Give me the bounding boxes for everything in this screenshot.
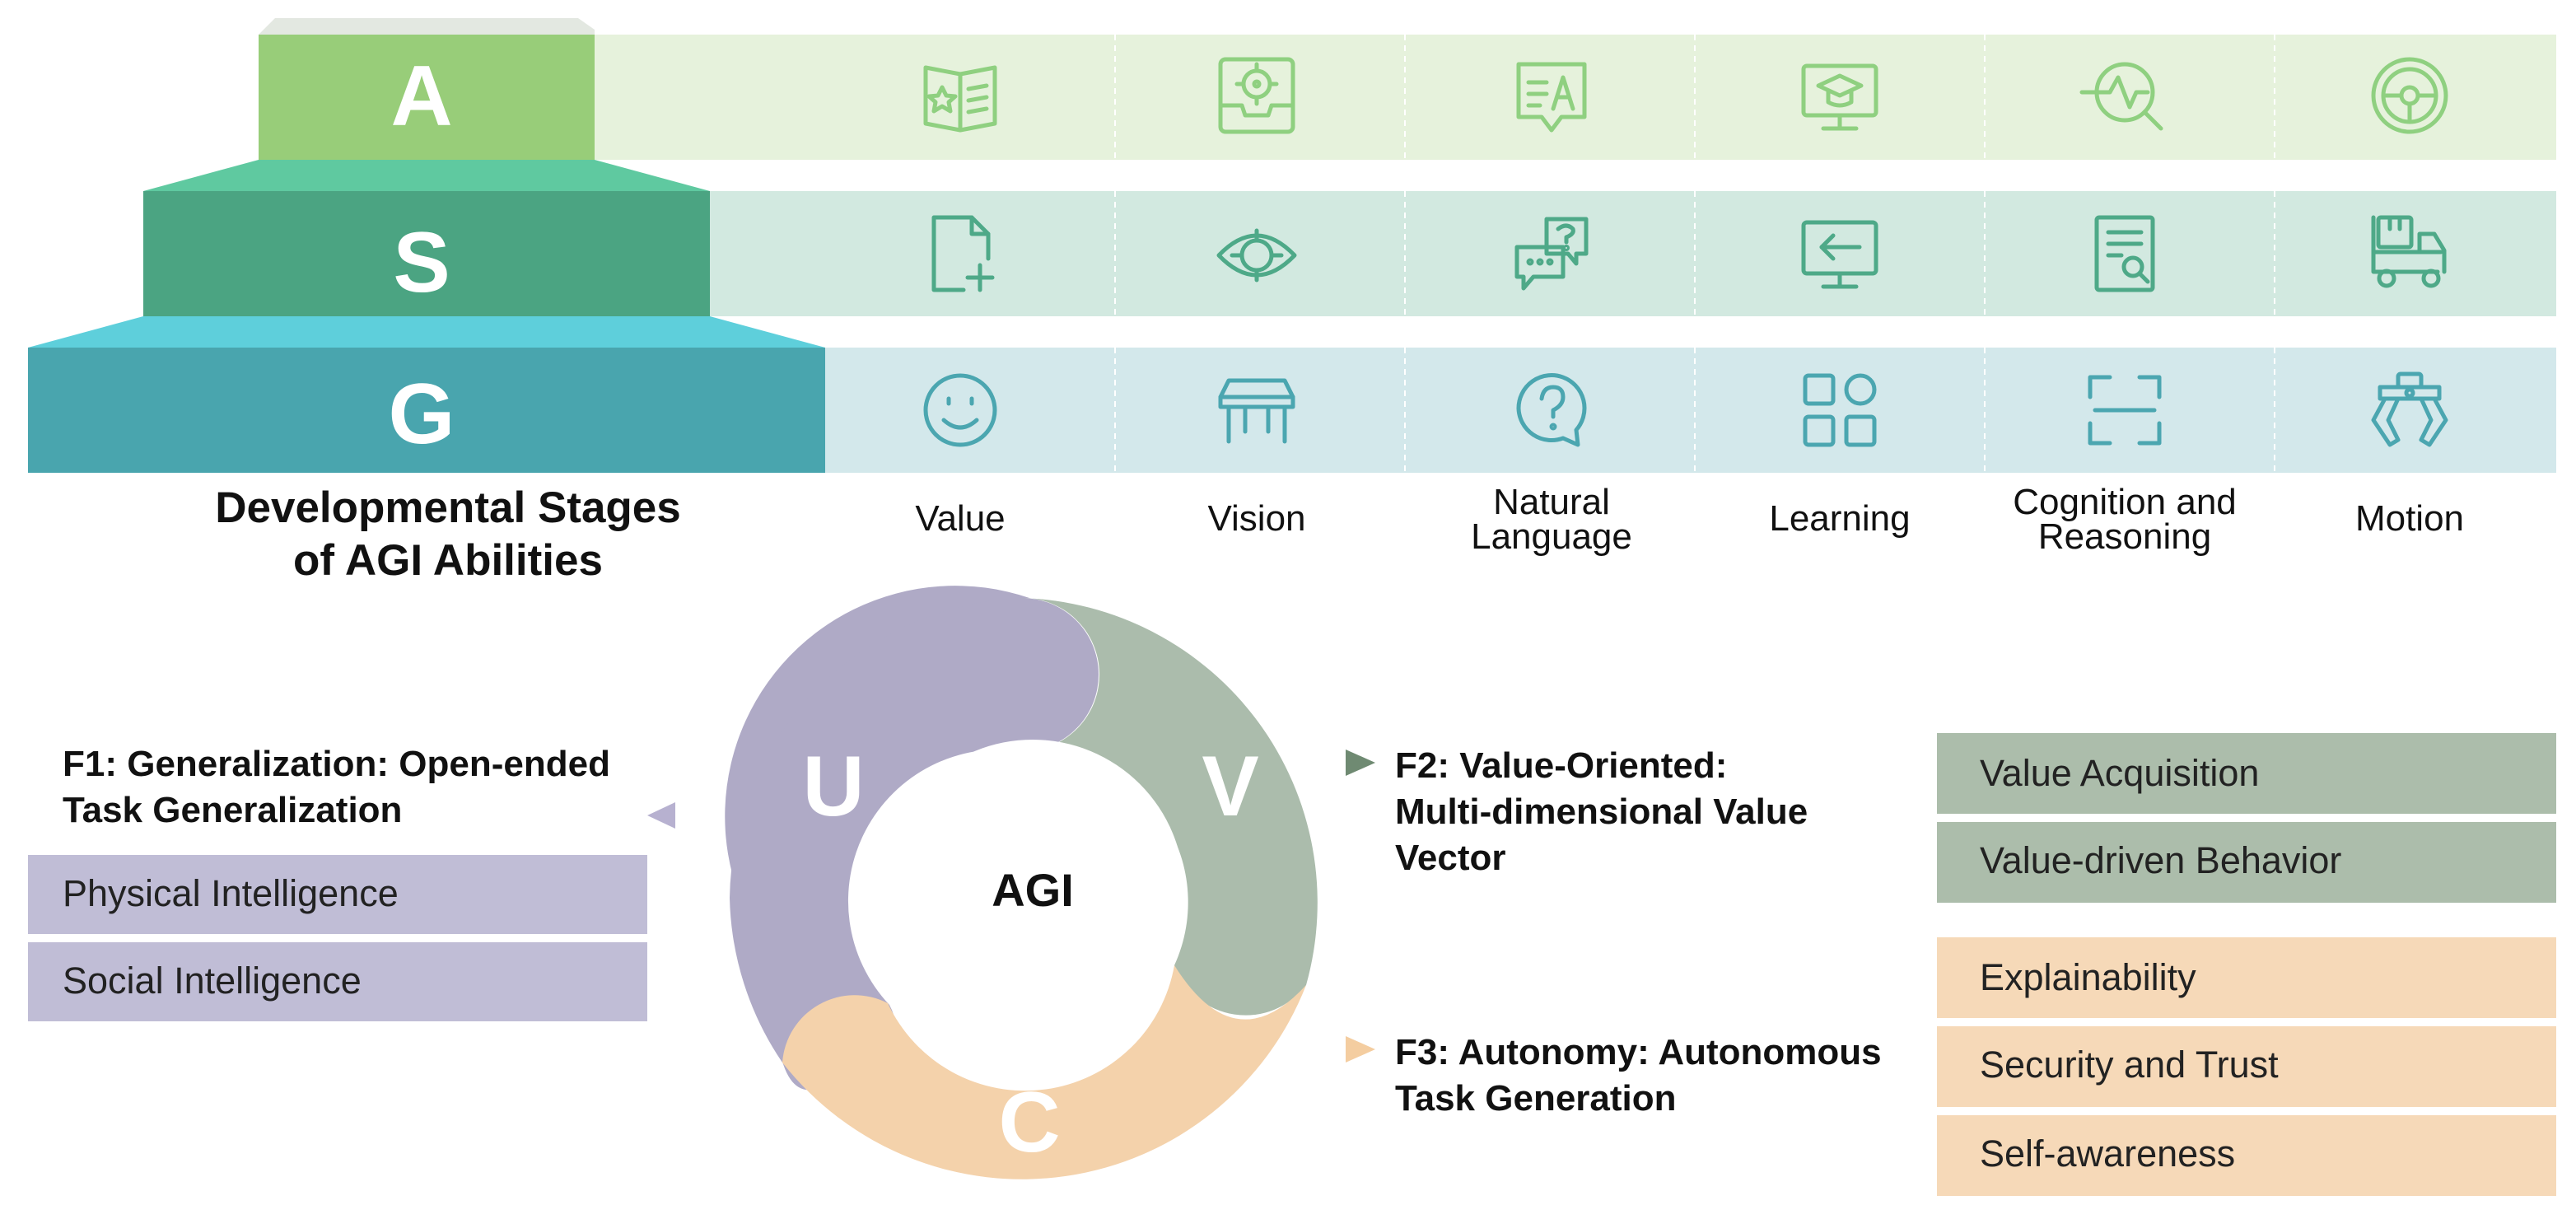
ring-letter-v: V <box>1202 739 1258 834</box>
value-book-star-icon <box>923 65 997 133</box>
smiley-face-icon <box>923 373 997 447</box>
stage-a-block <box>259 35 595 160</box>
ring-center <box>881 740 1184 1043</box>
vision-inbox-target-icon <box>1218 57 1295 134</box>
feature-f1-line-1: F1: Generalization: Open-ended <box>63 744 610 784</box>
stage-band-a <box>595 35 2556 160</box>
stage-letter-a: A <box>390 49 452 144</box>
tag-group-value: Value Acquisition Value-driven Behavior <box>1937 733 2556 903</box>
stage-band-g <box>825 348 2556 473</box>
tag-label: Explainability <box>1980 956 2196 998</box>
ring-segment-c <box>782 965 1306 1179</box>
ring-segment-v <box>1021 597 1318 1016</box>
feature-f1: F1: Generalization: Open-ended Task Gene… <box>63 744 675 830</box>
tag-label: Physical Intelligence <box>63 872 399 914</box>
ability-label: Value <box>915 498 1005 539</box>
pulse-search-icon <box>2079 62 2163 131</box>
feature-f2-line-2: Multi-dimensional Value <box>1395 792 1808 832</box>
question-chat-icon <box>1514 217 1589 291</box>
tag-label: Social Intelligence <box>63 960 362 1002</box>
tag-box <box>1937 937 2556 1018</box>
tag-box <box>28 942 647 1021</box>
tag-box <box>1937 822 2556 903</box>
title-line-2: of AGI Abilities <box>293 536 603 585</box>
ability-label: Cognition and <box>2013 482 2237 522</box>
ability-label: Vision <box>1207 498 1305 539</box>
ring-segment-u-body <box>730 597 1099 1095</box>
diagram-title: Developmental Stages of AGI Abilities <box>215 483 681 585</box>
ability-label: Natural <box>1493 482 1610 522</box>
feature-f1-line-2: Task Generalization <box>63 790 402 830</box>
uvc-ring: AGI U V C <box>725 586 1318 1179</box>
document-search-icon <box>2094 215 2155 292</box>
steering-wheel-icon <box>2371 57 2448 134</box>
feature-f3-marker-icon <box>1346 1036 1375 1063</box>
stage-s-block <box>143 191 710 316</box>
ring-letter-c: C <box>998 1075 1060 1170</box>
tag-label: Self-awareness <box>1980 1133 2235 1175</box>
feature-f3-line-1: F3: Autonomy: Autonomous <box>1395 1032 1882 1072</box>
ability-label: Reasoning <box>2038 516 2211 557</box>
stage-letter-s: S <box>393 215 450 311</box>
icons-row-s <box>931 215 2447 292</box>
stage-band-s <box>710 191 2556 316</box>
feature-f1-marker-icon <box>647 802 675 829</box>
feature-f2: F2: Value-Oriented: Multi-dimensional Va… <box>1346 745 1808 878</box>
robot-claw-icon <box>2371 371 2448 447</box>
tag-box <box>28 855 647 934</box>
ring-letter-u: U <box>802 739 864 834</box>
feature-f3-line-2: Task Generation <box>1395 1078 1677 1119</box>
feature-f2-marker-icon <box>1346 750 1375 776</box>
tag-group-generalization: Physical Intelligence Social Intelligenc… <box>28 855 647 1021</box>
eye-icon <box>1216 228 1297 283</box>
table-icon <box>1218 378 1295 444</box>
feature-f2-line-1: F2: Value-Oriented: <box>1395 745 1727 786</box>
icons-row-g <box>923 371 2448 447</box>
tag-group-autonomy: Explainability Security and Trust Self-a… <box>1937 937 2556 1196</box>
tag-label: Value Acquisition <box>1980 752 2259 794</box>
stage-a-cap <box>259 18 595 35</box>
delivery-truck-icon <box>2371 215 2447 288</box>
tag-box <box>1937 1115 2556 1196</box>
feature-f3: F3: Autonomy: Autonomous Task Generation <box>1346 1032 1882 1119</box>
stage-g-block <box>28 348 825 473</box>
translation-bubble-icon <box>1516 62 1587 133</box>
scan-frame-icon <box>2088 375 2162 446</box>
app-grid-icon <box>1803 373 1877 447</box>
ability-label: Learning <box>1769 498 1910 539</box>
graduation-monitor-icon <box>1801 63 1878 131</box>
back-arrow-monitor-icon <box>1801 220 1878 289</box>
question-bubble-icon <box>1516 373 1587 447</box>
tag-box <box>1937 1026 2556 1107</box>
new-document-icon <box>931 215 995 292</box>
stage-letter-g: G <box>389 367 455 462</box>
title-line-1: Developmental Stages <box>215 483 681 532</box>
tag-label: Security and Trust <box>1980 1044 2279 1086</box>
icons-row-a <box>923 57 2448 134</box>
feature-f2-line-3: Vector <box>1395 838 1506 878</box>
ability-label: Motion <box>2355 498 2464 539</box>
stage-s-cap <box>143 160 710 191</box>
stage-g-cap <box>28 316 825 348</box>
ability-label: Language <box>1471 516 1632 557</box>
ring-center-label: AGI <box>992 864 1074 916</box>
tag-box <box>1937 733 2556 814</box>
tag-label: Value-driven Behavior <box>1980 839 2341 881</box>
